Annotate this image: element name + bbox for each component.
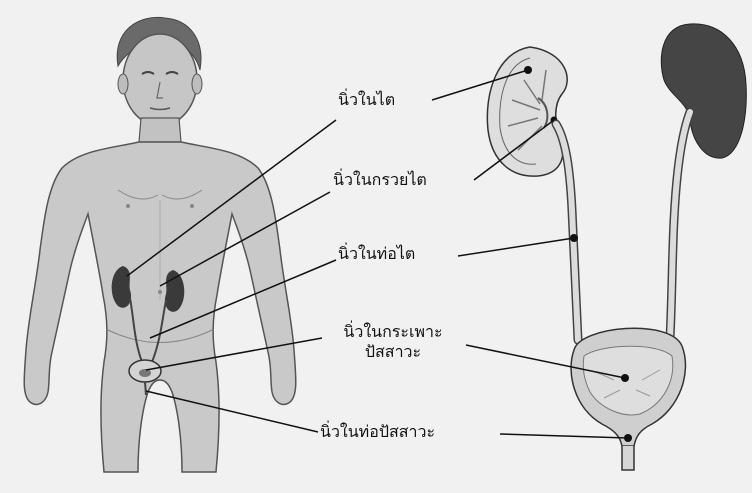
- label-urethra-stone: นิ่วในท่อปัสสาวะ: [320, 422, 435, 442]
- human-head: [123, 34, 197, 126]
- label-renal-pelvis-stone: นิ่วในกรวยไต: [333, 170, 427, 190]
- label-bladder-line1: นิ่วในกระเพาะ: [322, 322, 464, 342]
- label-ureter-stone: นิ่วในท่อไต: [338, 244, 415, 264]
- label-kidney-stone: นิ่วในไต: [338, 90, 395, 110]
- label-bladder-line2: ปัสสาวะ: [322, 342, 464, 362]
- label-bladder-stone: นิ่วในกระเพาะ ปัสสาวะ: [322, 322, 464, 362]
- detail-urethra: [622, 446, 634, 470]
